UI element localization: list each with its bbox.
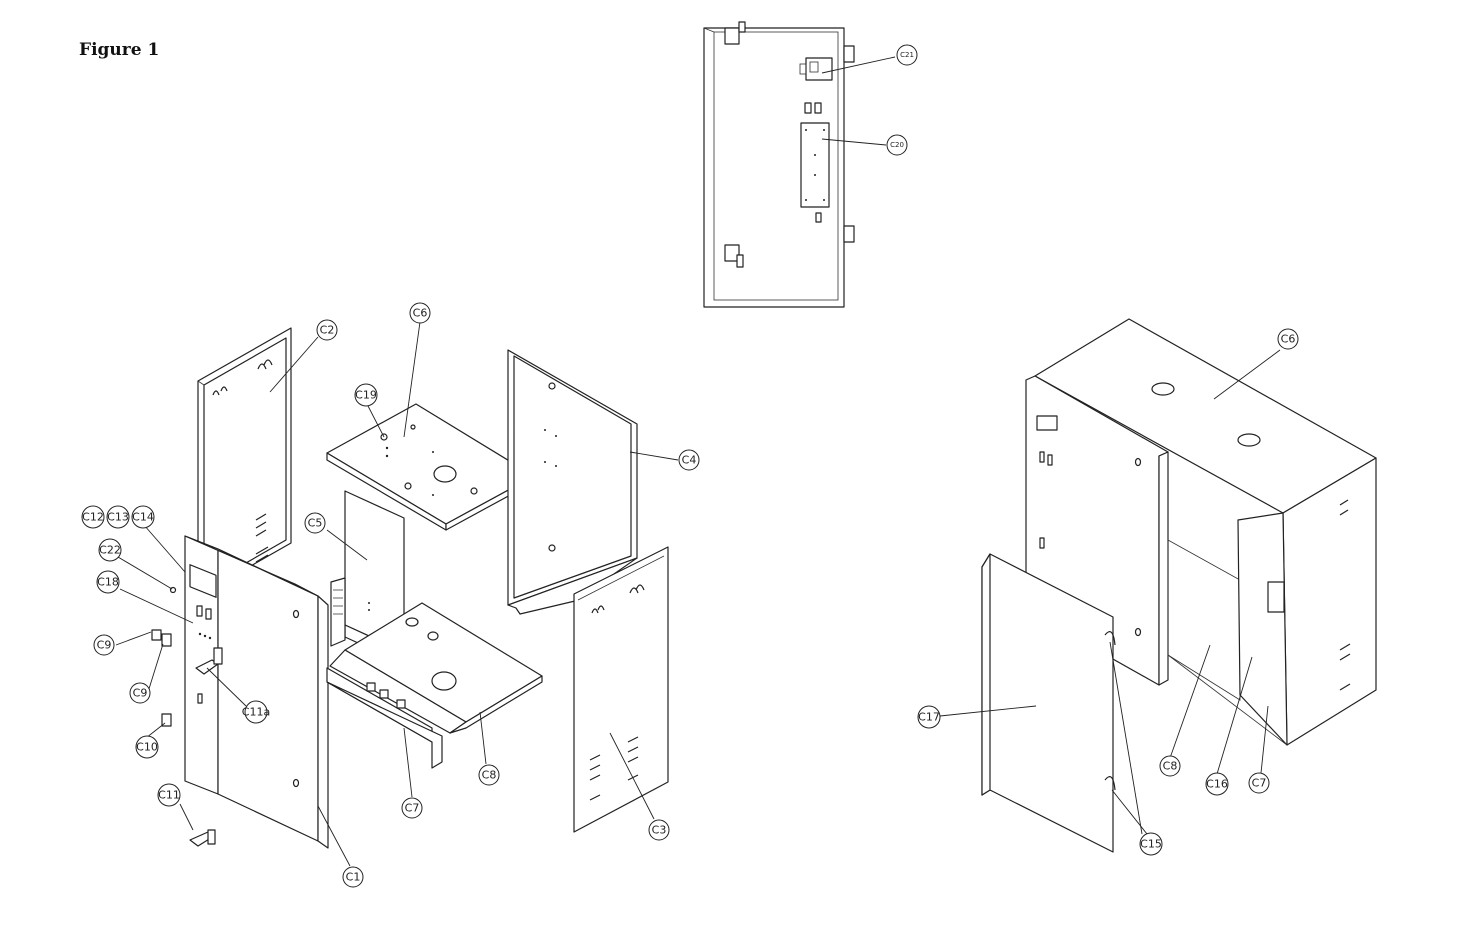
assembled-enclosure	[981, 318, 1377, 853]
svg-text:C10: C10	[136, 741, 158, 754]
svg-text:C14: C14	[132, 511, 154, 524]
svg-text:C5: C5	[308, 517, 323, 530]
callout-c9-a: C9	[93, 634, 115, 656]
callout-c21: C21	[896, 44, 918, 66]
svg-text:C9: C9	[133, 687, 148, 700]
callout-c14: C14	[131, 505, 155, 529]
svg-text:C11a: C11a	[242, 706, 270, 719]
callout-c19: C19	[354, 383, 378, 407]
callout-c7-left: C7	[401, 797, 423, 819]
svg-text:C3: C3	[652, 824, 667, 837]
leader-lines	[115, 56, 1281, 867]
callout-c3: C3	[648, 819, 670, 841]
callout-c22: C22	[98, 538, 122, 562]
callout-c12: C12	[81, 505, 105, 529]
right-side-panel-c3	[573, 546, 669, 833]
svg-text:C21: C21	[900, 51, 914, 59]
svg-text:C8: C8	[482, 769, 497, 782]
left-side-panel-c2	[197, 327, 292, 597]
svg-text:C2: C2	[320, 324, 335, 337]
back-panel-c4	[507, 349, 638, 615]
svg-text:C13: C13	[107, 511, 129, 524]
svg-text:C18: C18	[97, 576, 119, 589]
svg-text:C1: C1	[346, 871, 361, 884]
callout-c15: C15	[1139, 832, 1163, 856]
callout-c18: C18	[96, 570, 120, 594]
svg-text:C15: C15	[1140, 838, 1162, 851]
callout-c6-right: C6	[1277, 328, 1299, 350]
figure-title: Figure 1	[79, 40, 160, 60]
callout-c11a: C11a	[242, 700, 270, 724]
callout-c6-left: C6	[409, 302, 431, 324]
callout-c8-left: C8	[478, 764, 500, 786]
bottom-tray-c8	[329, 602, 543, 734]
callout-c16: C16	[1205, 772, 1229, 796]
svg-text:C19: C19	[355, 389, 377, 402]
svg-text:C7: C7	[405, 802, 420, 815]
callout-c20: C20	[886, 134, 908, 156]
svg-text:C17: C17	[918, 711, 940, 724]
front-frame-panel-c1	[184, 535, 329, 849]
callout-c11: C11	[157, 783, 181, 807]
svg-text:C4: C4	[682, 454, 697, 467]
svg-text:C8: C8	[1163, 760, 1178, 773]
callout-c10: C10	[135, 735, 159, 759]
callout-c9-b: C9	[129, 682, 151, 704]
rear-panel-view	[703, 21, 855, 308]
callout-c13: C13	[106, 505, 130, 529]
callout-c7-right: C7	[1248, 772, 1270, 794]
svg-text:C6: C6	[1281, 333, 1296, 346]
svg-text:C12: C12	[82, 511, 104, 524]
callout-c8-right: C8	[1159, 755, 1181, 777]
callout-c2: C2	[316, 319, 338, 341]
callout-c5: C5	[304, 512, 326, 534]
base-rail-c7	[326, 667, 443, 769]
svg-text:C20: C20	[890, 141, 904, 149]
svg-text:C9: C9	[97, 639, 112, 652]
svg-text:C16: C16	[1206, 778, 1228, 791]
callout-c17: C17	[917, 705, 941, 729]
callout-c4: C4	[678, 449, 700, 471]
svg-text:C7: C7	[1252, 777, 1267, 790]
svg-text:C6: C6	[413, 307, 428, 320]
svg-text:C11: C11	[158, 789, 180, 802]
callout-c1: C1	[342, 866, 364, 888]
svg-text:C22: C22	[99, 544, 121, 557]
small-hardware	[151, 586, 216, 847]
